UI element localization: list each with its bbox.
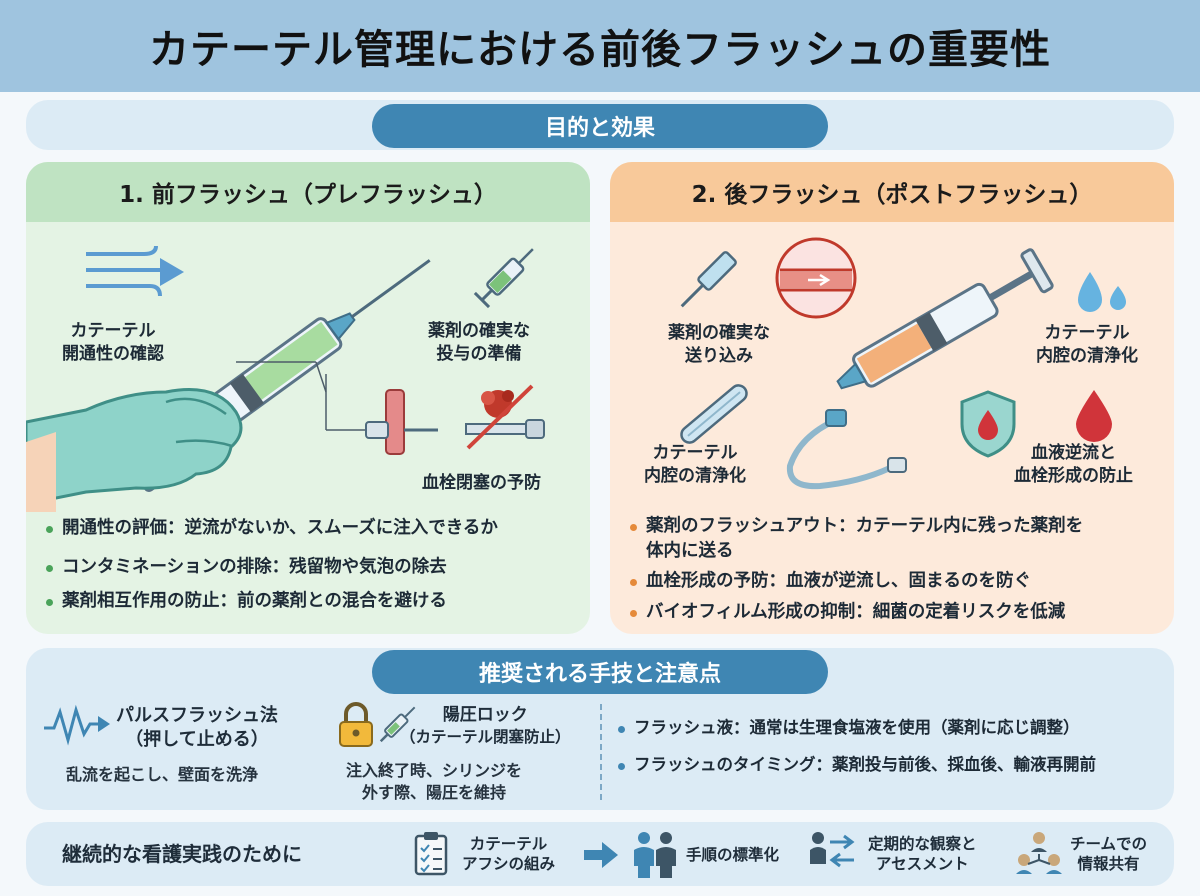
post-label-delivery: 薬剤の確実な送り込み [668,323,770,366]
catheter-lumen-icon [680,384,748,444]
clipboard-icon [414,832,448,876]
list-item: 血栓形成の予防：血液が逆流し、固まるのを防ぐ [628,569,1083,594]
shield-icon [960,390,1016,458]
pre-flush-panel: 1. 前フラッシュ（プレフラッシュ） カテーテル開通性の確認 薬剤の確実な投与の… [26,162,590,634]
gloved-hand-syringe-illustration [26,259,431,512]
pulse-flush-name: パルスフラッシュ法（押して止める） [116,705,278,751]
list-item: バイオフィルム形成の抑制：細菌の定着リスクを低減 [628,600,1083,625]
pre-label-thrombus: 血栓閉塞の予防 [422,473,541,493]
small-syringe-icon [473,248,534,309]
footer-item-2: 定期的な観察とアセスメント [868,835,977,874]
pre-label-patency: カテーテル開通性の確認 [62,321,164,364]
thrombus-blocked-icon [465,384,545,450]
post-flush-heading: 2. 後フラッシュ（ポストフラッシュ） [610,162,1174,222]
purpose-pill: 目的と効果 [372,104,828,148]
footer-title: 継続的な看護実践のために [62,842,302,866]
page-title: カテーテル管理における前後フラッシュの重要性 [149,27,1051,73]
post-label-backflow: 血液逆流と血栓形成の防止 [1014,443,1133,486]
post-label-lumen-clean-left: カテーテル内腔の清浄化 [644,443,746,486]
cycle-icon [810,832,855,868]
team-icon [1016,832,1062,874]
water-drops-icon [1078,272,1126,312]
post-flush-bullets: 薬剤のフラッシュアウト：カテーテル内に残った薬剤を体内に送る 血栓形成の予防：血… [628,514,1083,634]
list-item: フラッシュのタイミング：薬剤投与前後、採血後、輸液再開前 [616,753,1096,776]
post-label-lumen-clean-right: カテーテル内腔の清浄化 [1036,323,1138,366]
list-item: コンタミネーションの排除：残留物や気泡の除去 [44,555,498,580]
footer-item-1: 手順の標準化 [686,846,780,864]
positive-lock-name: 陽圧ロック（カテーテル閉塞防止） [400,705,571,746]
pulse-flush-desc: 乱流を起こし、壁面を洗浄 [66,765,259,784]
list-item: 薬剤のフラッシュアウト：カテーテル内に残った薬剤を体内に送る [628,514,1083,563]
vessel-flow-icon [775,237,857,319]
lock-icon [339,702,373,747]
pulse-wave-icon [44,704,110,746]
header-bar: カテーテル管理における前後フラッシュの重要性 [0,0,1200,92]
footer-item-0: カテーテルアフシの組み [462,835,556,874]
footer-item-3: チームでの情報共有 [1070,835,1148,874]
positive-lock-desc: 注入終了時、シリンジを外す際、陽圧を維持 [346,761,523,803]
post-flush-panel: 2. 後フラッシュ（ポストフラッシュ） 薬剤の確実な送り込み カ [610,162,1174,634]
blood-drop-icon [1076,390,1112,442]
techniques-divider [600,704,602,800]
staff-icon [634,832,676,878]
flow-arrows-icon [86,245,184,297]
syringe-tubing-illustration [786,248,1054,490]
needle-tip-icon [680,251,737,308]
pre-flush-heading: 1. 前フラッシュ（プレフラッシュ） [26,162,590,222]
technique-notes: フラッシュ液：通常は生理食塩液を使用（薬剤に応じ調整） フラッシュのタイミング：… [616,716,1096,786]
list-item: 開通性の評価：逆流がないか、スムーズに注入できるか [44,516,498,541]
arrow-right-icon [584,842,618,868]
techniques-pill: 推奨される手技と注意点 [372,650,828,694]
pre-label-drug-prep: 薬剤の確実な投与の準備 [428,321,530,364]
syringe-icon [379,706,416,743]
list-item: 薬剤相互作用の防止：前の薬剤との混合を避ける [44,589,498,614]
catheter-connector-icon [325,374,438,455]
pre-flush-bullets: 開通性の評価：逆流がないか、スムーズに注入できるか コンタミネーションの排除：残… [44,516,498,624]
list-item: フラッシュ液：通常は生理食塩液を使用（薬剤に応じ調整） [616,716,1096,739]
